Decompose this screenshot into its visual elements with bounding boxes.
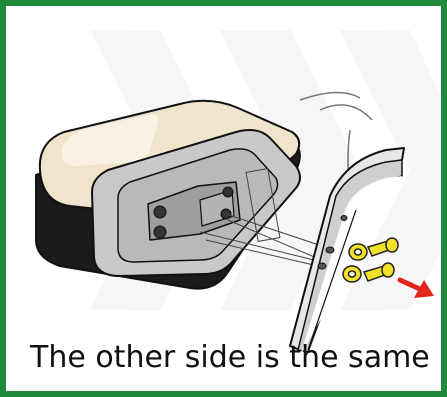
instruction-caption: The other side is the same bbox=[30, 340, 445, 376]
